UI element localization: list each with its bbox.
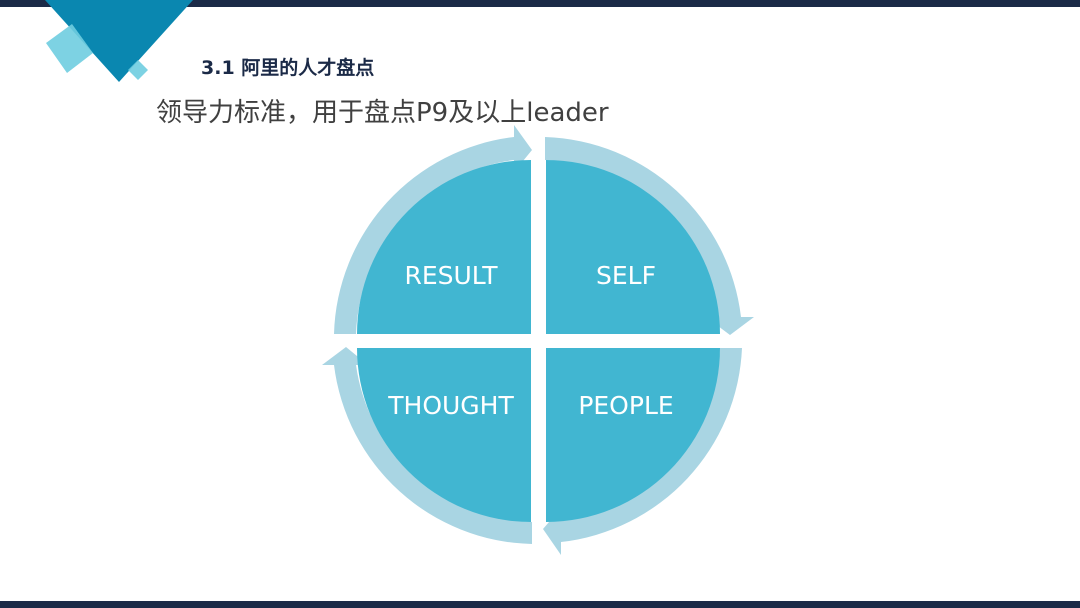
corner-logo — [45, 0, 193, 82]
arrow-top-left — [334, 125, 532, 334]
quadrant-label-thought: THOUGHT — [387, 391, 514, 420]
quadrant-result — [357, 160, 531, 334]
logo-small-square — [128, 60, 148, 80]
cycle-arrows — [322, 125, 754, 555]
quadrant-label-self: SELF — [596, 261, 656, 290]
logo-dark-triangle — [45, 0, 193, 82]
quadrants — [357, 160, 720, 522]
top-border-bar — [0, 0, 1080, 7]
quadrant-thought — [357, 348, 531, 522]
arrow-bottom-right — [543, 348, 742, 555]
quadrant-labels: RESULT SELF PEOPLE THOUGHT — [387, 261, 673, 420]
section-title: 3.1 阿里的人才盘点 — [201, 57, 375, 79]
quadrant-label-result: RESULT — [404, 261, 498, 290]
arrow-top-right — [545, 137, 754, 335]
bottom-border-bar — [0, 601, 1080, 608]
logo-light-square — [46, 24, 93, 73]
arrow-bottom-left — [322, 347, 532, 544]
quadrant-label-people: PEOPLE — [578, 391, 673, 420]
quadrant-self — [546, 160, 720, 334]
subtitle: 领导力标准，用于盘点P9及以上leader — [156, 98, 609, 128]
quadrant-people — [546, 348, 720, 522]
